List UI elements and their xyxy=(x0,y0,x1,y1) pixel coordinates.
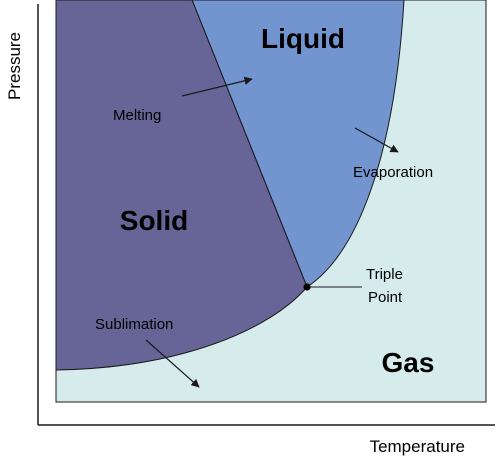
evaporation-arrow xyxy=(354,127,399,153)
y-axis-label: Pressure xyxy=(5,32,24,100)
sublimation-label: Sublimation xyxy=(95,316,173,333)
triple-point-dot xyxy=(303,283,311,291)
solid-label: Solid xyxy=(120,205,188,236)
triple-point-label-line2: Point xyxy=(368,289,403,306)
solid-region xyxy=(55,0,308,371)
melting-arrow xyxy=(181,76,253,97)
liquid-label: Liquid xyxy=(261,23,345,54)
gas-label: Gas xyxy=(382,347,435,378)
melting-label: Melting xyxy=(113,107,161,124)
liquid-region xyxy=(191,0,405,288)
x-axis-label: Temperature xyxy=(370,437,465,456)
sublimation-arrow xyxy=(145,339,200,388)
triple-point-label-line1: Triple xyxy=(366,266,403,283)
evaporation-label: Evaporation xyxy=(353,164,433,181)
